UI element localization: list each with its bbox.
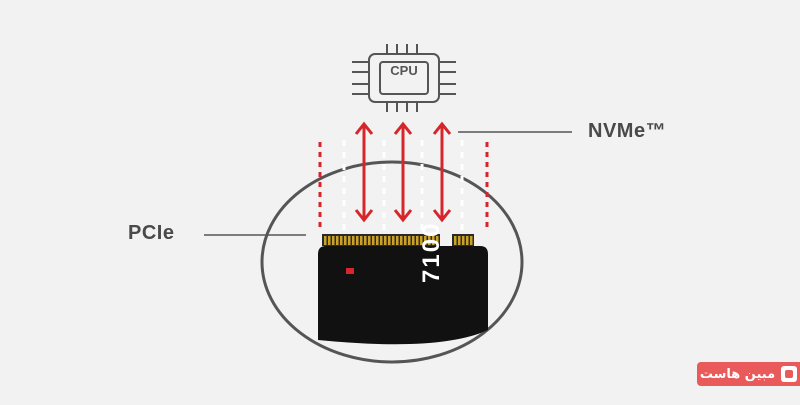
contact-finger (376, 236, 379, 245)
contact-finger (356, 236, 359, 245)
contact-finger (424, 236, 427, 245)
contact-finger (396, 236, 399, 245)
nvme-label: NVMe™ (588, 120, 667, 142)
contact-finger (328, 236, 331, 245)
contact-finger (470, 236, 473, 245)
cpu-chip-icon (352, 44, 456, 112)
contact-finger (412, 236, 415, 245)
contact-finger (428, 236, 431, 245)
contact-finger (324, 236, 327, 245)
brand-badge[interactable]: مبین هاست (697, 362, 800, 386)
contact-finger (404, 236, 407, 245)
contact-finger (466, 236, 469, 245)
contact-finger (364, 236, 367, 245)
contact-finger (408, 236, 411, 245)
contact-finger (458, 236, 461, 245)
pcie-label: PCIe (128, 222, 175, 244)
arrow-center (393, 121, 413, 223)
cpu-label: CPU (390, 63, 418, 78)
contact-finger (332, 236, 335, 245)
contact-finger (340, 236, 343, 245)
contact-finger (368, 236, 371, 245)
contact-finger (432, 236, 435, 245)
contact-finger (384, 236, 387, 245)
contact-finger (400, 236, 403, 245)
contact-finger (380, 236, 383, 245)
contact-finger (420, 236, 423, 245)
contact-finger (436, 236, 439, 245)
contact-finger (462, 236, 465, 245)
ssd-model-label: 7100 (418, 221, 445, 283)
contact-finger (372, 236, 375, 245)
data-transfer-arrows (354, 121, 452, 223)
contact-finger (388, 236, 391, 245)
brand-text: مبین هاست (699, 366, 776, 382)
contact-finger (392, 236, 395, 245)
arrow-left (354, 121, 374, 223)
brand-logo-icon (781, 366, 798, 382)
white-guide-lines (342, 140, 464, 230)
contact-finger (360, 236, 363, 245)
arrow-right (432, 121, 452, 223)
ssd-gold-contacts (322, 234, 474, 246)
ssd-led (346, 268, 354, 274)
contact-finger (348, 236, 351, 245)
contact-finger (344, 236, 347, 245)
ssd-module (318, 246, 488, 345)
contact-finger (416, 236, 419, 245)
zoom-circle (260, 160, 524, 364)
contact-finger (454, 236, 457, 245)
contact-finger (352, 236, 355, 245)
red-dashed-lines (318, 142, 489, 230)
contact-finger (336, 236, 339, 245)
